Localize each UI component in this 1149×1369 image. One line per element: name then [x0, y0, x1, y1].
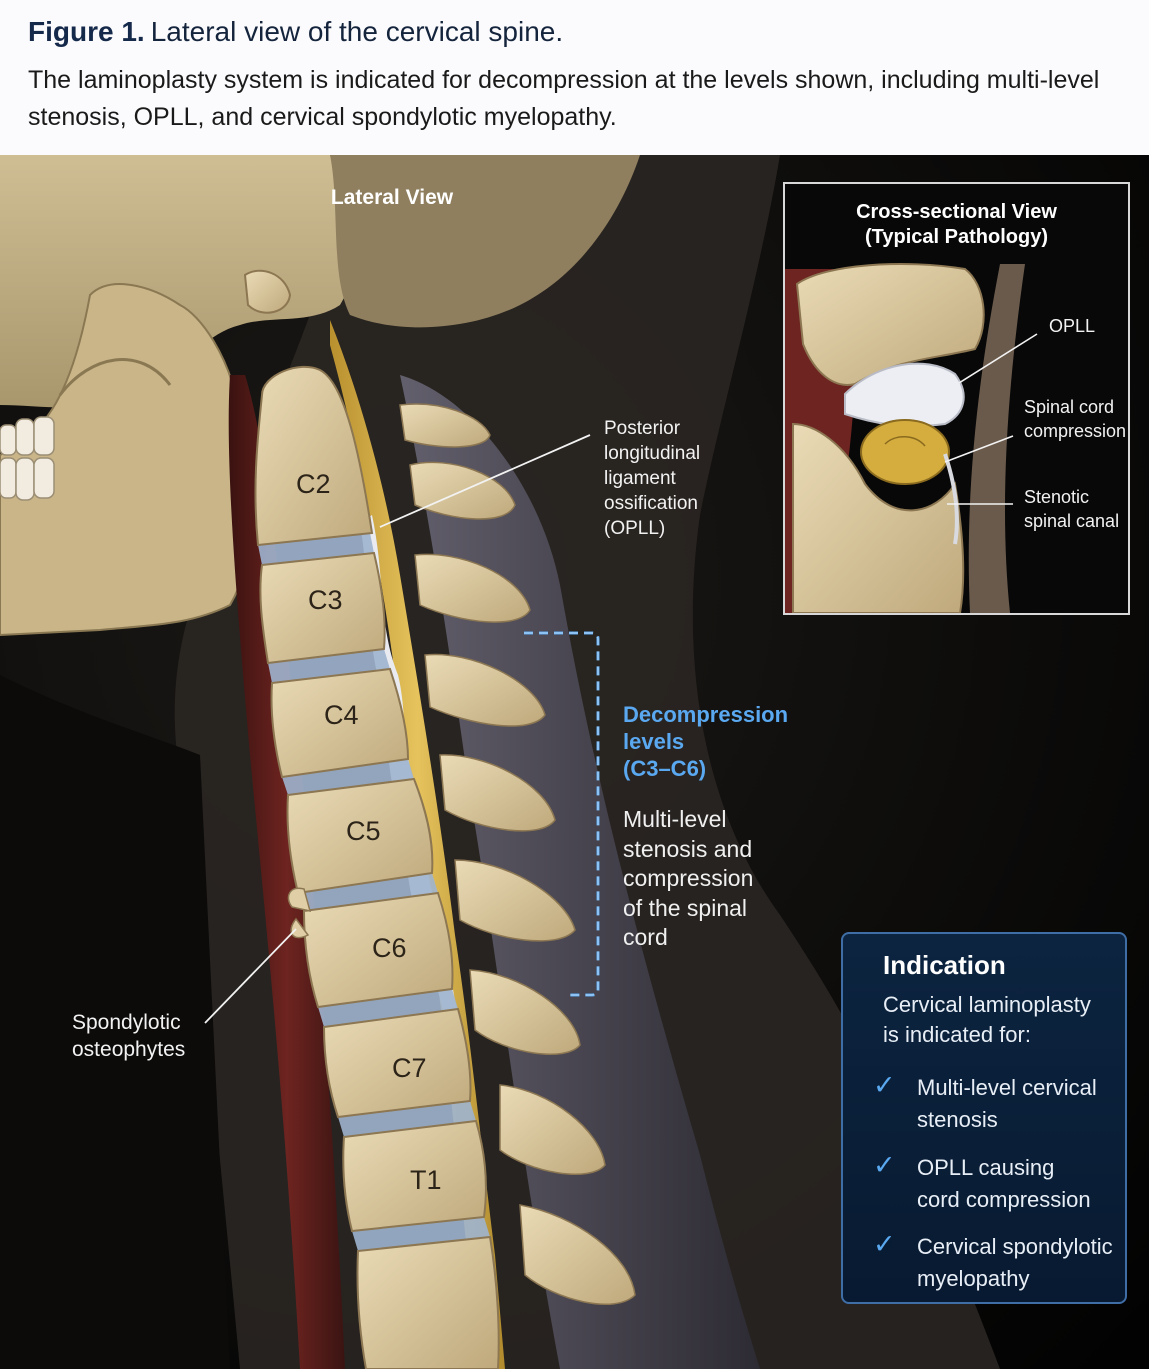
inset-vertebral-body-lower [792, 422, 965, 613]
spinous-processes [399, 403, 636, 1306]
throat-shadow [0, 675, 230, 1369]
vertebra-label-c6: C6 [372, 933, 407, 963]
occipital-bone [330, 155, 640, 328]
check-icon: ✓ [873, 1150, 896, 1180]
inset-vertebral-body-upper [795, 263, 985, 386]
indication-panel: Indication Cervical laminoplasty is indi… [841, 932, 1127, 1304]
osteophyte-spurs [287, 887, 312, 939]
inset-label-stenotic-canal: Stenotic spinal canal [1024, 487, 1120, 531]
osteophyte-leader-line [204, 928, 297, 1024]
cross-section-inset: Cross-sectional View (Typical Pathology)… [783, 182, 1130, 615]
indication-lead: Cervical laminoplasty is indicated for: [883, 992, 1091, 1047]
atlas-c1 [243, 269, 292, 314]
decompression-title: Decompression levels (C3–C6) [623, 702, 789, 781]
decompression-description: Multi-level stenosis and compression of … [623, 806, 754, 950]
figure-title: Figure 1.Lateral view of the cervical sp… [28, 16, 563, 48]
longus-colli-muscle [228, 375, 345, 1369]
vertebra-label-c3: C3 [308, 585, 343, 615]
inset-label-opll: OPLL [1049, 316, 1096, 336]
mandible-notch [58, 358, 172, 396]
inset-spinal-cord [860, 419, 950, 485]
inset-stenotic-canal [943, 453, 959, 545]
vertebra-label-c5: C5 [346, 816, 381, 846]
vertebra-label-c7: C7 [392, 1053, 427, 1083]
inset-title: Cross-sectional View (Typical Pathology) [856, 201, 1057, 248]
check-icon: ✓ [873, 1070, 896, 1100]
vertebra-label-c2: C2 [296, 469, 331, 499]
figure-caption: The laminoplasty system is indicated for… [28, 66, 1100, 131]
indication-item-text: Cervical spondylotic myelopathy [917, 1234, 1113, 1291]
mandible [0, 283, 251, 637]
illustration: Lateral View C2 C3 C4 C5 C6 C7 T1 Poster… [0, 155, 1149, 1369]
figure-number: Figure 1. [28, 16, 145, 47]
vertebra-label-c4: C4 [324, 700, 359, 730]
lateral-view-title: Lateral View [330, 186, 454, 209]
opll-leader-line [379, 434, 591, 528]
osteophyte-label: Spondylotic osteophytes [72, 1011, 186, 1061]
figure-title-text: Lateral view of the cervical spine. [150, 16, 564, 47]
opll-label: Posterior longitudinal ligament ossifica… [604, 418, 701, 539]
cross-section-illustration [785, 184, 1128, 613]
inset-label-cord-compression: Spinal cord compression [1024, 397, 1127, 441]
indication-item-text: OPLL causing cord compression [917, 1155, 1091, 1212]
nuchal-ligament [400, 375, 760, 1369]
indication-title: Indication [883, 950, 1006, 980]
intervertebral-discs [258, 533, 490, 1251]
inset-cord-leader [944, 435, 1014, 463]
vertebra-label-t1: T1 [410, 1165, 442, 1195]
vertebral-bodies [254, 365, 500, 1369]
indication-item-text: Multi-level cervical stenosis [917, 1075, 1097, 1132]
teeth [0, 416, 55, 501]
check-icon: ✓ [873, 1229, 896, 1259]
figure-header: Figure 1.Lateral view of the cervical sp… [0, 0, 1149, 155]
inset-opll-leader [958, 333, 1038, 384]
